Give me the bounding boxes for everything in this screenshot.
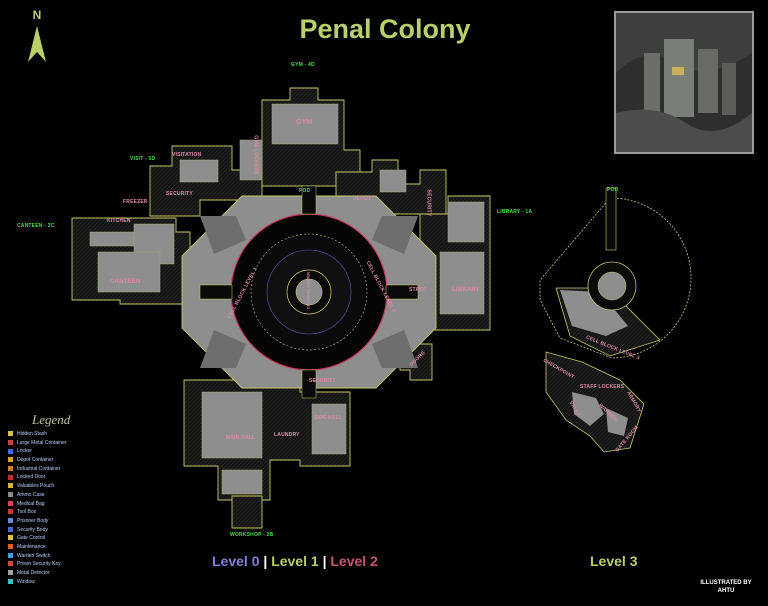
map-title: Penal Colony: [299, 14, 471, 44]
security-body-icon: [8, 526, 13, 532]
legend-item: Maintenance: [8, 543, 118, 552]
ammo-case-icon: [8, 491, 13, 497]
metal-detector-icon: [8, 570, 13, 576]
legend-item: Valuables Pouch: [8, 482, 118, 491]
room-label-pod: POD: [299, 188, 311, 194]
hidden-stash-icon: [8, 431, 13, 437]
legend-item: Hidden Stash: [8, 430, 118, 439]
room-label-visitation: VISITATION: [172, 152, 202, 158]
legend-item: Prison Security Key: [8, 560, 118, 569]
legend-item: Warden Switch: [8, 552, 118, 561]
locker-icon: [8, 448, 13, 454]
window-icon: [8, 578, 13, 584]
north-arrow-icon: [28, 26, 46, 62]
level-0-label: Level 0: [212, 553, 260, 569]
workshop-corridor: [231, 495, 263, 529]
legend-item: Metal Detector: [8, 569, 118, 578]
maintenance-icon: [8, 544, 13, 550]
credit-line-1: ILLUSTRATED BY: [700, 580, 752, 586]
gate-control-icon: [8, 535, 13, 541]
location-preview-image: [614, 11, 754, 154]
illustrator-credit: ILLUSTRATED BY AHTU: [688, 579, 764, 595]
room-label-security-bottom: SECURITY: [309, 378, 336, 384]
legend-item: Tool Box: [8, 508, 118, 517]
legend-item: Window: [8, 578, 118, 587]
medical-bag-icon: [8, 500, 13, 506]
legend-item: Industrial Container: [8, 465, 118, 474]
legend-item: Large Metal Container: [8, 439, 118, 448]
room-label-gym-lockers: GYM LOCKERS: [252, 135, 259, 175]
legend-item: Depot Container: [8, 456, 118, 465]
warden-switch-icon: [8, 552, 13, 558]
legend-list: Hidden Stash Large Metal Container Locke…: [8, 430, 118, 586]
legend-item: Gate Control: [8, 534, 118, 543]
level-key: Level 0 | Level 1 | Level 2: [212, 553, 378, 569]
tool-box-icon: [8, 509, 13, 515]
room-label-central-tower: CENTRAL TOWER: [305, 271, 311, 310]
north-label: N: [32, 8, 42, 22]
room-floors: [89, 103, 485, 495]
legend-item: Medical Bag: [8, 500, 118, 509]
locked-door-icon: [8, 474, 13, 480]
room-label-security-right: SECURITY: [425, 189, 432, 217]
level-separator: |: [263, 553, 268, 569]
room-label-laundry: LAUNDRY: [274, 432, 300, 438]
legend-title: Legend: [32, 412, 71, 427]
room-label-main-hall: MAIN HALL: [226, 435, 256, 441]
north-arrow: N: [22, 8, 52, 66]
large-metal-container-icon: [8, 439, 13, 445]
level-separator: |: [322, 553, 327, 569]
exit-label-library: LIBRARY - 1A: [497, 209, 533, 215]
room-label-canteen: CANTEEN: [110, 279, 141, 285]
central-octagon: [181, 185, 437, 399]
level-3-label: Level 3: [590, 553, 638, 569]
exit-label-workshop: WORKSHOP - 2B: [230, 532, 274, 538]
legend-item: Security Body: [8, 526, 118, 535]
room-label-pod-l3: POD: [607, 187, 619, 193]
credit-line-2: AHTU: [717, 588, 735, 594]
room-label-staff: STAFF: [409, 287, 426, 293]
legend-item: Locker: [8, 447, 118, 456]
level3-corridor: [605, 187, 617, 251]
level-1-label: Level 1: [271, 553, 319, 569]
prison-exterior-thumbnail: [616, 13, 752, 152]
room-label-freezer: FREEZER: [123, 199, 148, 205]
exit-label-gym: GYM - 4D: [291, 62, 315, 68]
legend-item: Ammo Case: [8, 491, 118, 500]
exit-label-canteen: CANTEEN - 3C: [17, 223, 55, 229]
legend-item: Prisoner Body: [8, 517, 118, 526]
valuables-pouch-icon: [8, 483, 13, 489]
depot-container-icon: [8, 457, 13, 463]
room-label-kitchen: KITCHEN: [107, 218, 131, 224]
prisoner-body-icon: [8, 518, 13, 524]
room-label-security-top: SECURITY: [166, 191, 193, 197]
industrial-container-icon: [8, 465, 13, 471]
level3-complex: [539, 187, 692, 453]
level-2-label: Level 2: [330, 553, 378, 569]
room-label-gym: GYM: [296, 119, 313, 126]
room-label-library: LIBRARY: [452, 287, 480, 293]
prison-security-key-icon: [8, 561, 13, 567]
legend-item: Locked Door: [8, 473, 118, 482]
room-label-depot: DEPOT: [353, 196, 372, 202]
room-label-staff-lockers: STAFF LOCKERS: [580, 384, 625, 390]
map-legend: Legend Hidden Stash Large Metal Containe…: [8, 412, 118, 586]
room-label-side-hall: SIDE HALL: [314, 415, 343, 421]
exit-label-visit: VISIT - 5D: [130, 156, 156, 162]
gym-floor: [271, 103, 339, 145]
